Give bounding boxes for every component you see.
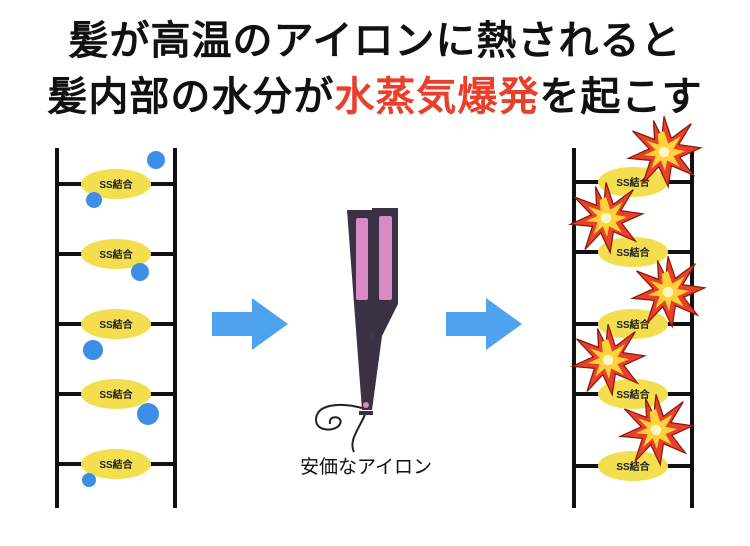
bond-label: SS結合 xyxy=(99,318,133,331)
bond-rung: SS結合 xyxy=(57,239,175,269)
water-droplet-icon xyxy=(137,403,159,425)
bond-rung: SS結合 xyxy=(574,379,692,409)
arrow-right-icon xyxy=(212,298,288,350)
water-droplet-icon xyxy=(147,151,165,169)
bond-label: SS結合 xyxy=(616,318,650,331)
bond-rung: SS結合 xyxy=(57,449,175,479)
hair-structure-before: SS結合 SS結合 SS結合 SS結合 SS結合 xyxy=(55,148,177,508)
title-line-1: 髪が高温のアイロンに熱されると xyxy=(68,18,682,64)
bond-rung: SS結合 xyxy=(574,237,692,267)
bond-rung: SS結合 xyxy=(57,379,175,409)
title-line-2-suffix: を起こす xyxy=(539,74,703,120)
water-droplet-icon xyxy=(131,263,149,281)
bond-rung: SS結合 xyxy=(574,167,692,197)
bond-label: SS結合 xyxy=(99,388,133,401)
water-droplet-icon xyxy=(86,192,102,208)
bond-rung: SS結合 xyxy=(57,169,175,199)
bond-label: SS結合 xyxy=(99,248,133,261)
title-line-2: 髪内部の水分が水蒸気爆発を起こす xyxy=(0,64,750,122)
bond-label: SS結合 xyxy=(616,176,650,189)
water-droplet-icon xyxy=(82,473,96,487)
hair-structure-after: SS結合 SS結合 SS結合 SS結合 SS結合 xyxy=(569,115,706,508)
title-line-2-prefix: 髪内部の水分が xyxy=(47,74,335,120)
water-droplet-icon xyxy=(83,340,103,360)
bond-label: SS結合 xyxy=(616,388,650,401)
hair-iron-icon xyxy=(314,208,398,453)
bond-label: SS結合 xyxy=(99,458,133,471)
bond-label: SS結合 xyxy=(616,460,650,473)
bond-rung: SS結合 xyxy=(574,451,692,481)
title-highlight: 水蒸気爆発 xyxy=(334,74,540,120)
bond-label: SS結合 xyxy=(616,246,650,259)
arrow-right-icon xyxy=(446,298,522,350)
iron-caption: 安価なアイロン xyxy=(299,456,433,478)
bond-rung: SS結合 xyxy=(57,309,175,339)
bond-label: SS結合 xyxy=(99,178,133,191)
